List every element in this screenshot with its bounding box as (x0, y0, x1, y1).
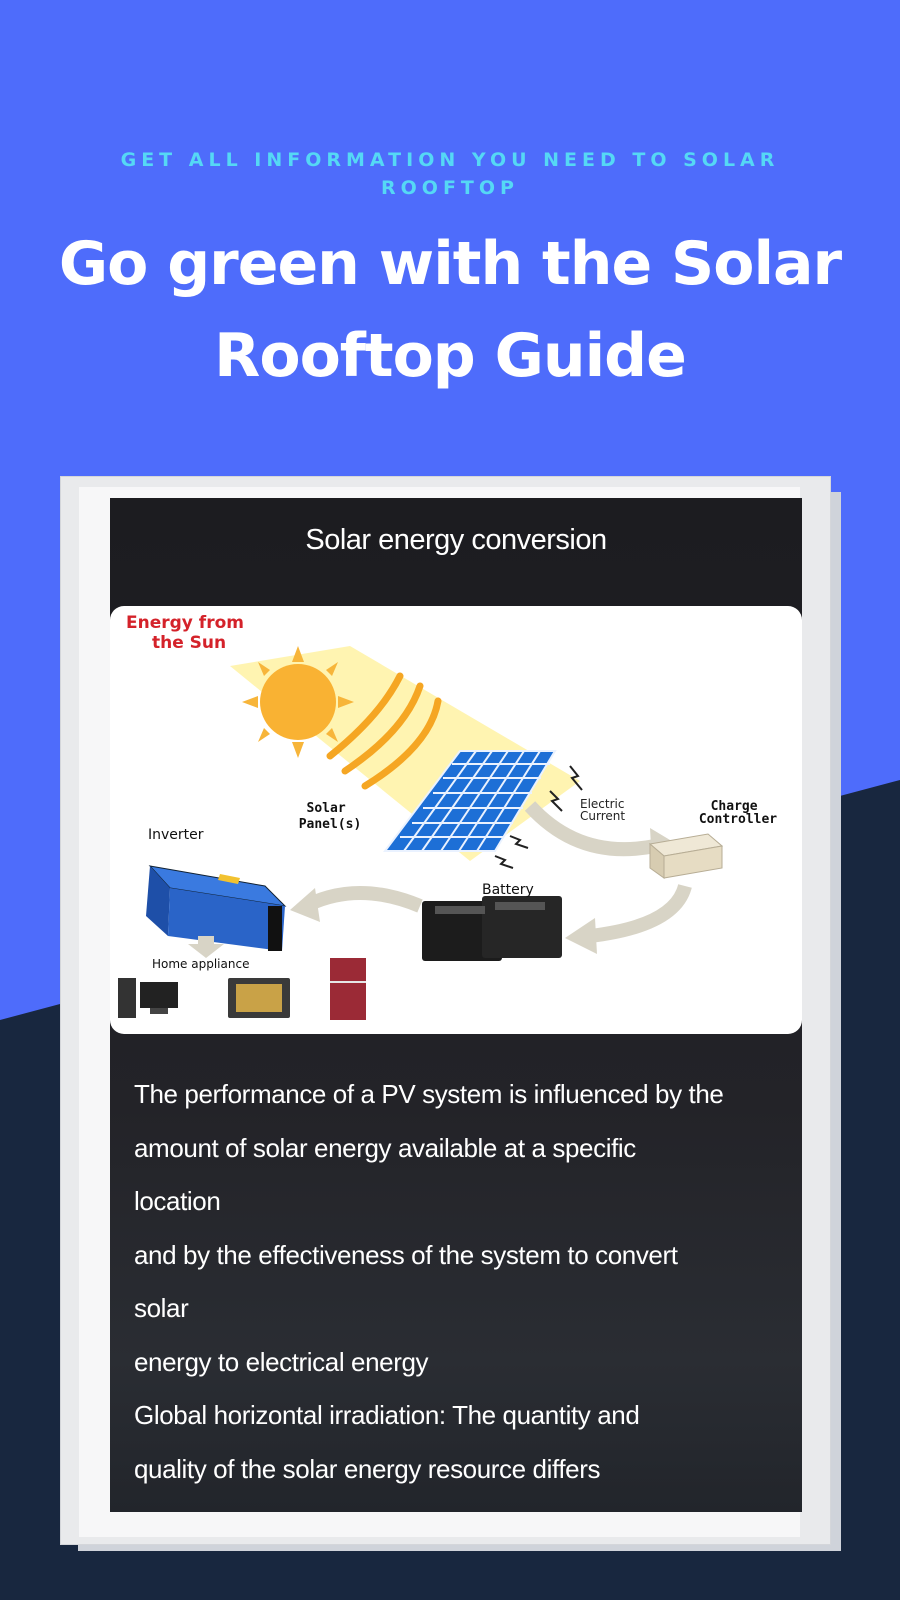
paragraph-line: energy to electrical energy (134, 1346, 429, 1377)
current-label: Electric Current (580, 797, 628, 823)
paragraph-line: solar (134, 1293, 189, 1323)
charge-controller-icon (648, 833, 724, 879)
inverter-icon (146, 865, 287, 951)
inverter-label: Inverter (148, 827, 204, 843)
paragraph-line: quality of the solar energy resource dif… (134, 1453, 601, 1484)
page-title-line-2: Rooftop Guide (214, 321, 687, 391)
paragraph-line: and by the effectiveness of the system t… (134, 1239, 678, 1270)
page-title-line-1: Go green with the Solar (58, 229, 842, 299)
appliance-label: Home appliance (152, 957, 249, 971)
page-title: Go green with the Solar Rooftop Guide (20, 218, 880, 402)
tagline-line-1: GET ALL INFORMATION YOU NEED TO SOLAR (120, 149, 780, 171)
app-screenshot: Solar energy conversion (110, 498, 802, 1512)
tagline-line-2: ROOFTOP (381, 177, 519, 199)
solar-conversion-diagram: Energy from the Sun Solar Panel(s) Elect… (110, 606, 802, 1034)
tagline: GET ALL INFORMATION YOU NEED TO SOLAR RO… (90, 146, 810, 202)
battery-label: Battery (482, 882, 534, 898)
diagram-illustration: Energy from the Sun Solar Panel(s) Elect… (118, 613, 777, 1020)
sun-icon (242, 646, 354, 758)
home-appliance-icons (118, 958, 366, 1020)
battery-icon (422, 896, 562, 961)
paragraph-line: Global horizontal irradiation: The quant… (134, 1400, 640, 1430)
panel-label: Solar Panel(s) (299, 801, 362, 832)
paragraph-text: The performance of a PV system is influe… (134, 1068, 784, 1496)
sun-label: Energy from the Sun (126, 613, 250, 653)
paragraph-line: amount of solar energy available at a sp… (134, 1132, 636, 1163)
solar-panel-icon (383, 750, 557, 852)
paragraph-line: location (134, 1186, 221, 1216)
controller-label: Charge Controller (699, 799, 777, 827)
screen-title: Solar energy conversion (305, 524, 607, 556)
paragraph-line: The performance of a PV system is influe… (134, 1079, 724, 1109)
